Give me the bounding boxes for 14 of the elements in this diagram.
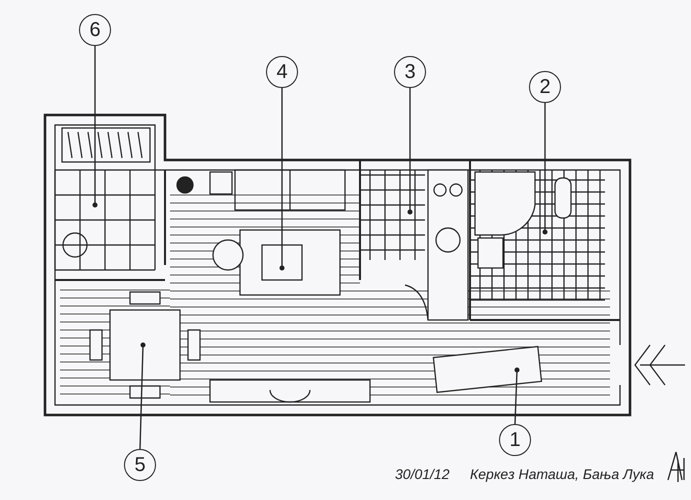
leader-line xyxy=(408,88,412,214)
leader-line xyxy=(542,103,548,234)
leader-line xyxy=(92,46,98,208)
callout-number: 6 xyxy=(79,14,111,46)
callout-number: 2 xyxy=(529,71,561,103)
callout-number: 5 xyxy=(124,449,156,481)
date-text: 30/01/12 xyxy=(395,466,450,482)
leader-line xyxy=(139,342,146,450)
leader-line xyxy=(514,368,520,424)
callout-number: 1 xyxy=(499,424,531,456)
callout-number: 4 xyxy=(266,56,298,88)
author-text: Керкез Наташа, Бања Лука xyxy=(470,466,654,482)
callout-number: 3 xyxy=(394,56,426,88)
leader-line xyxy=(280,88,284,270)
